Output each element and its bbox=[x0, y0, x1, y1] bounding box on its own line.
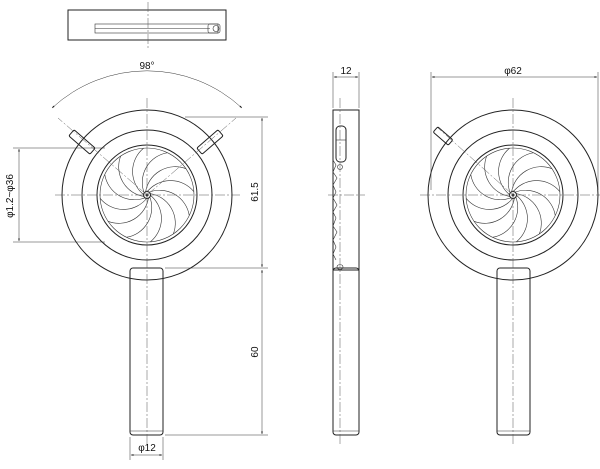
iris-blade bbox=[146, 180, 195, 193]
iris-blade bbox=[148, 190, 190, 216]
rear-lever bbox=[433, 126, 453, 146]
front-view bbox=[55, 98, 240, 445]
angle-label: 98° bbox=[139, 61, 154, 72]
outer-diameter-label: φ62 bbox=[504, 66, 522, 77]
iris-blade bbox=[149, 194, 162, 243]
iris-blade bbox=[484, 155, 511, 197]
iris-blade bbox=[126, 196, 152, 238]
dim-aperture: φ1.2~φ36 bbox=[5, 147, 105, 243]
iris-blade bbox=[508, 152, 534, 194]
iris-blade bbox=[149, 193, 176, 235]
dim-handle-diameter: φ12 bbox=[129, 437, 164, 460]
iris-blade bbox=[514, 190, 556, 216]
iris-blade bbox=[465, 197, 514, 210]
left-lever bbox=[68, 129, 96, 155]
iris-blade bbox=[492, 196, 518, 238]
side-view bbox=[328, 98, 365, 445]
dim-side-thickness: 12 bbox=[332, 66, 360, 108]
dim-ring-height: 61.5 bbox=[165, 116, 268, 269]
iris-blade bbox=[515, 194, 528, 243]
iris-blade bbox=[107, 197, 149, 224]
thickness-label: 12 bbox=[340, 66, 352, 77]
iris-blade bbox=[118, 155, 145, 197]
rear-view bbox=[420, 98, 600, 445]
dim-angle: 98° bbox=[51, 61, 243, 109]
dim-outer-diameter: φ62 bbox=[430, 66, 599, 190]
iris-blade bbox=[515, 193, 542, 235]
handle-diameter-label: φ12 bbox=[138, 443, 156, 454]
dim-handle-length: 60 bbox=[165, 269, 268, 436]
iris-blade bbox=[511, 166, 553, 193]
iris-blade bbox=[470, 174, 512, 200]
iris-blade bbox=[142, 152, 168, 194]
iris-blade bbox=[99, 197, 148, 210]
iris-blade bbox=[145, 166, 187, 193]
handle-length-label: 60 bbox=[250, 346, 261, 358]
iris-blade bbox=[498, 147, 511, 196]
iris-blade bbox=[132, 147, 145, 196]
iris-blade bbox=[104, 174, 146, 200]
aperture-label: φ1.2~φ36 bbox=[5, 174, 16, 218]
right-lever bbox=[196, 129, 224, 155]
top-view bbox=[67, 2, 227, 48]
ring-height-label: 61.5 bbox=[250, 182, 261, 202]
iris-blade bbox=[473, 197, 515, 224]
iris-blade bbox=[512, 180, 561, 193]
